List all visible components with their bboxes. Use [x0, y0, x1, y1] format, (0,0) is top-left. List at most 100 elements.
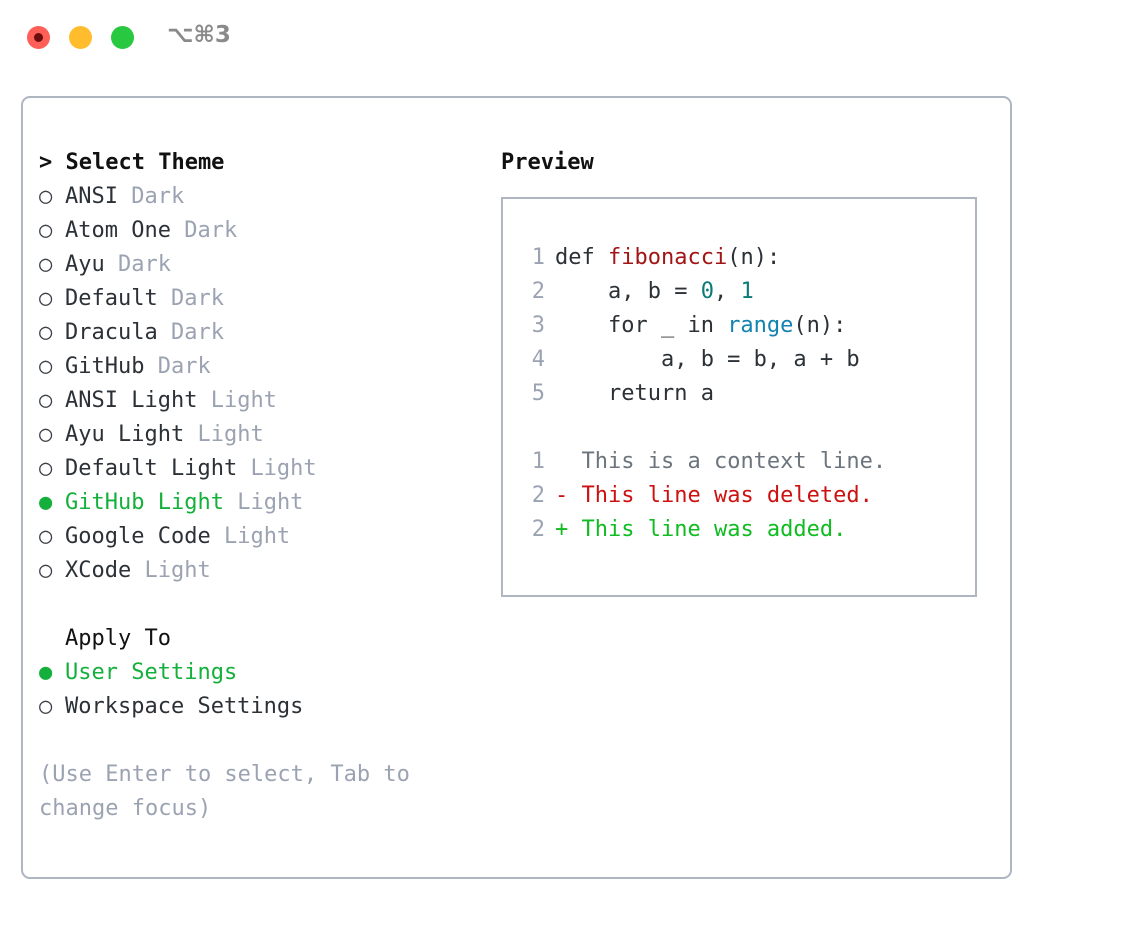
- diff-line: 2- This line was deleted.: [503, 479, 975, 513]
- theme-list-item[interactable]: ○ Google Code Light: [39, 520, 479, 554]
- code-token: 1: [740, 279, 754, 304]
- code-token: (n):: [793, 313, 847, 338]
- theme-name: ANSI Light: [65, 388, 198, 413]
- apply-to-option[interactable]: ● User Settings: [39, 656, 479, 690]
- code-token: (n):: [727, 245, 781, 270]
- code-token: return a: [555, 381, 714, 406]
- theme-name: Google Code: [65, 524, 211, 549]
- code-line: 3 for _ in range(n):: [503, 309, 975, 343]
- radio-selected-icon[interactable]: ●: [39, 490, 53, 515]
- code-token: ,: [713, 279, 741, 304]
- theme-list-item[interactable]: ○Default Dark: [39, 282, 479, 316]
- theme-list-item[interactable]: ○ XCode Light: [39, 554, 479, 588]
- title-bar: ⌥⌘3: [0, 0, 1140, 78]
- theme-variant-label: Dark: [118, 252, 171, 277]
- main-panel: > Select Theme ○ANSI Dark○Atom One Dark○…: [21, 96, 1012, 879]
- select-theme-heading: > Select Theme: [39, 150, 225, 175]
- theme-name: GitHub: [65, 354, 145, 379]
- diff-text: This is a context line.: [581, 449, 887, 474]
- theme-variant-label: Light: [250, 456, 317, 481]
- theme-variant-label: Dark: [170, 320, 224, 345]
- radio-unselected-icon[interactable]: ○: [39, 320, 53, 345]
- radio-unselected-icon[interactable]: ○: [39, 354, 53, 379]
- radio-unselected-icon[interactable]: ○: [39, 456, 53, 481]
- line-number: 1: [531, 449, 545, 474]
- radio-unselected-icon[interactable]: ○: [39, 218, 53, 243]
- theme-list-item[interactable]: ○ANSI Light Light: [39, 384, 479, 418]
- theme-list-item[interactable]: ○ Atom One Dark: [39, 214, 479, 248]
- line-number: 2: [531, 483, 545, 508]
- radio-unselected-icon[interactable]: ○: [39, 694, 53, 719]
- theme-list-item[interactable]: ○Default Light Light: [39, 452, 479, 486]
- theme-list-item[interactable]: ○ Ayu Light Light: [39, 418, 479, 452]
- radio-selected-icon[interactable]: ●: [39, 660, 53, 685]
- radio-unselected-icon[interactable]: ○: [39, 558, 53, 583]
- theme-name: Ayu: [65, 252, 105, 277]
- diff-block: 1 This is a context line.2- This line wa…: [503, 445, 975, 547]
- theme-name: Dracula: [65, 320, 158, 345]
- code-token: def: [555, 245, 608, 270]
- line-number: 2: [531, 279, 545, 304]
- diff-marker: -: [555, 483, 582, 508]
- apply-to-label: Workspace Settings: [65, 694, 304, 719]
- theme-list: ○ANSI Dark○Atom One Dark○Ayu Dark○Defaul…: [39, 180, 479, 588]
- theme-list-item[interactable]: ○ Ayu Dark: [39, 248, 479, 282]
- maximize-window-button[interactable]: [111, 26, 134, 49]
- theme-picker-column: > Select Theme ○ANSI Dark○Atom One Dark○…: [39, 146, 479, 826]
- line-number: 5: [531, 381, 545, 406]
- line-number: 4: [531, 347, 545, 372]
- code-line: 2 a, b = 0, 1: [503, 275, 975, 309]
- code-token: a, b = b, a + b: [555, 347, 860, 372]
- theme-list-item[interactable]: ● GitHub Light Light: [39, 486, 479, 520]
- theme-name: Ayu Light: [65, 422, 185, 447]
- theme-name: Atom One: [65, 218, 171, 243]
- code-line: 4 a, b = b, a + b: [503, 343, 975, 377]
- diff-line: 1 This is a context line.: [503, 445, 975, 479]
- apply-to-list: ● User Settings ○ Workspace Settings: [39, 656, 479, 724]
- theme-variant-label: Dark: [131, 184, 185, 209]
- keyboard-hint-text: (Use Enter to select, Tab to change focu…: [39, 762, 410, 821]
- minimize-window-button[interactable]: [69, 26, 92, 49]
- preview-heading: Preview: [501, 150, 594, 175]
- close-window-button[interactable]: [27, 26, 50, 49]
- theme-list-item[interactable]: ○ Dracula Dark: [39, 316, 479, 350]
- theme-variant-label: Light: [223, 524, 291, 549]
- keyboard-shortcut-label: ⌥⌘3: [167, 22, 231, 48]
- window-controls: [27, 26, 134, 49]
- theme-name: GitHub Light: [65, 490, 224, 515]
- theme-variant-label: Light: [144, 558, 211, 583]
- theme-variant-label: Dark: [184, 218, 238, 243]
- radio-unselected-icon[interactable]: ○: [39, 184, 53, 209]
- apply-to-heading: Apply To: [65, 626, 171, 651]
- radio-unselected-icon[interactable]: ○: [39, 252, 53, 277]
- line-number: 3: [531, 313, 545, 338]
- diff-marker: +: [555, 517, 582, 542]
- apply-to-option[interactable]: ○ Workspace Settings: [39, 690, 479, 724]
- theme-variant-label: Light: [197, 422, 264, 447]
- theme-variant-label: Dark: [170, 286, 224, 311]
- radio-unselected-icon[interactable]: ○: [39, 422, 53, 447]
- theme-name: ANSI: [65, 184, 118, 209]
- code-line: 5 return a: [503, 377, 975, 411]
- radio-unselected-icon[interactable]: ○: [39, 388, 53, 413]
- code-token: a, b =: [555, 279, 701, 304]
- radio-unselected-icon[interactable]: ○: [39, 286, 53, 311]
- code-blank-line: [503, 411, 975, 445]
- diff-marker: [555, 449, 582, 474]
- apply-to-label: User Settings: [65, 660, 238, 685]
- theme-variant-label: Light: [237, 490, 304, 515]
- theme-list-item[interactable]: ○ ANSI Dark: [39, 180, 479, 214]
- list-spacer: [39, 588, 479, 622]
- theme-variant-label: Dark: [157, 354, 211, 379]
- radio-unselected-icon[interactable]: ○: [39, 524, 53, 549]
- code-token: fibonacci: [607, 245, 728, 270]
- line-number: 1: [531, 245, 545, 270]
- theme-list-item[interactable]: ○ GitHub Dark: [39, 350, 479, 384]
- theme-name: XCode: [65, 558, 132, 583]
- code-token: range: [727, 313, 794, 338]
- diff-text: This line was added.: [581, 517, 847, 542]
